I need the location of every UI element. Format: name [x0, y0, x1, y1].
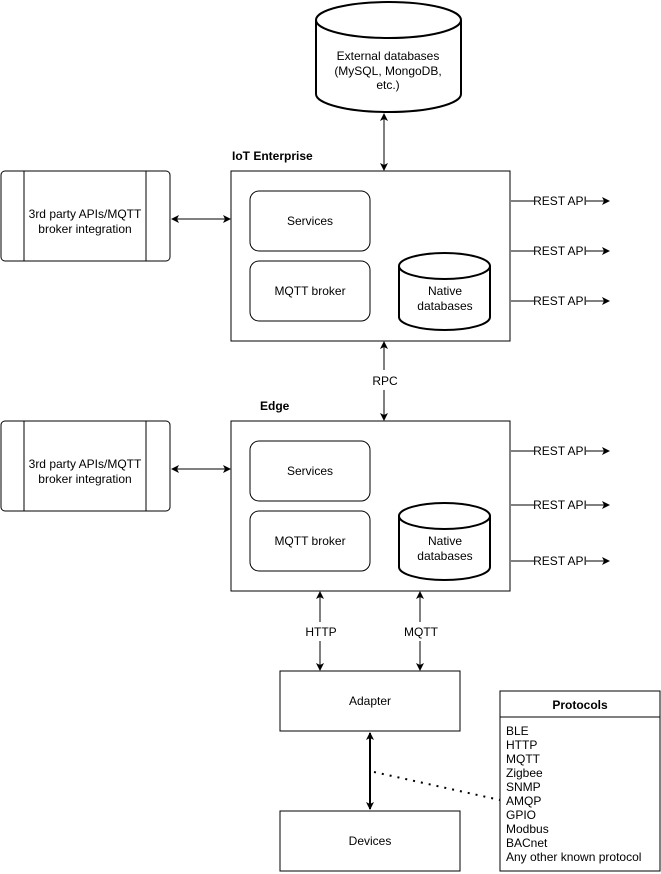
rest-api-label: REST API — [533, 444, 587, 458]
protocol-item: BLE — [506, 724, 529, 738]
edge-rest-arrows — [511, 447, 610, 565]
protocol-item: Any other known protocol — [506, 850, 641, 864]
enterprise-mqtt-label: MQTT broker — [274, 284, 345, 298]
edge-native-db-cylinder — [398, 502, 491, 581]
protocols-list: BLEHTTPMQTTZigbeeSNMPAMQPGPIOModbusBACne… — [506, 724, 641, 864]
protocol-item: HTTP — [506, 738, 537, 752]
enterprise-third-party-label: 3rd party APIs/MQTT — [29, 207, 142, 221]
protocols-title: Protocols — [552, 698, 608, 712]
edge-third-party-box — [0, 420, 171, 512]
external-db-label: etc.) — [376, 78, 399, 92]
enterprise-native-db-label: databases — [417, 299, 472, 313]
rest-api-label: REST API — [533, 498, 587, 512]
external-db-label: (MySQL, MongoDB, — [334, 64, 441, 78]
enterprise-third-party-label: broker integration — [38, 222, 131, 236]
rest-api-label: REST API — [533, 294, 587, 308]
enterprise-title: IoT Enterprise — [232, 149, 313, 163]
enterprise-services-label: Services — [287, 214, 333, 228]
protocols-box — [499, 690, 661, 872]
protocol-item: Modbus — [506, 822, 549, 836]
edge-services-box — [249, 440, 371, 502]
enterprise-services-box — [249, 190, 371, 252]
enterprise-rest-arrows — [511, 197, 610, 305]
edge-third-party-label: 3rd party APIs/MQTT — [29, 457, 142, 471]
enterprise-third-party-box — [0, 170, 171, 262]
protocol-item: GPIO — [506, 808, 536, 822]
enterprise-native-db-cylinder — [398, 252, 491, 331]
protocol-item: AMQP — [506, 794, 541, 808]
protocol-item: BACnet — [506, 836, 548, 850]
protocol-item: MQTT — [506, 752, 541, 766]
edge-mqtt-label: MQTT broker — [274, 534, 345, 548]
protocol-item: Zigbee — [506, 766, 543, 780]
rest-api-label: REST API — [533, 244, 587, 258]
edge-title: Edge — [260, 399, 290, 413]
edge-native-db-label: Native — [428, 534, 462, 548]
protocols-dotted-link — [373, 771, 501, 801]
devices-box — [279, 810, 461, 872]
rpc-label: RPC — [372, 374, 398, 388]
external-db-label: External databases — [337, 49, 440, 63]
mqtt-label: MQTT — [404, 625, 439, 639]
protocol-item: SNMP — [506, 780, 541, 794]
enterprise-mqtt-box — [249, 260, 371, 322]
edge-native-db-label: databases — [417, 549, 472, 563]
http-label: HTTP — [305, 625, 336, 639]
adapter-box — [279, 670, 461, 732]
adapter-label: Adapter — [349, 694, 391, 708]
enterprise-box — [230, 170, 511, 342]
rest-api-label: REST API — [533, 194, 587, 208]
devices-label: Devices — [349, 834, 392, 848]
edge-third-party-label: broker integration — [38, 472, 131, 486]
enterprise-native-db-label: Native — [428, 284, 462, 298]
edge-mqtt-box — [249, 510, 371, 572]
rest-api-label: REST API — [533, 554, 587, 568]
external-databases-cylinder — [315, 1, 462, 113]
edge-services-label: Services — [287, 464, 333, 478]
edge-box — [230, 420, 511, 592]
